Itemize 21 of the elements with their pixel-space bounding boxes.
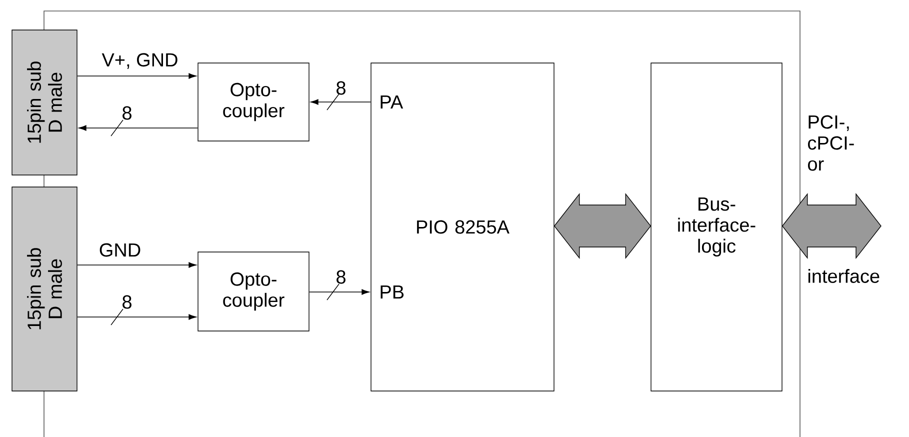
optocoupler-box: Opto- coupler bbox=[198, 62, 310, 142]
logic-box: Bus- interface- logic bbox=[650, 62, 782, 392]
optocoupler-box: Opto- coupler bbox=[198, 252, 310, 332]
pin-label: PA bbox=[380, 95, 404, 109]
arrow bbox=[78, 120, 198, 136]
edge-label: 8 bbox=[336, 81, 346, 95]
arrow bbox=[77, 308, 196, 326]
edge-label: 8 bbox=[336, 270, 346, 284]
interface-label: PCI-, cPCI- or bbox=[808, 115, 854, 171]
edge-label: 8 bbox=[122, 295, 132, 309]
pin-label: PB bbox=[380, 285, 404, 299]
edge-label: 8 bbox=[122, 106, 132, 120]
arrow bbox=[77, 262, 196, 268]
connector-box: 15pin sub D male bbox=[12, 186, 78, 392]
arrow bbox=[309, 284, 370, 300]
arrow bbox=[310, 94, 371, 110]
connector-box: 15pin sub D male bbox=[12, 30, 78, 176]
arrow bbox=[77, 73, 196, 79]
edge-label: GND bbox=[100, 243, 140, 257]
interface-label: interface bbox=[808, 269, 880, 283]
edge-label: V+, GND bbox=[102, 53, 178, 69]
